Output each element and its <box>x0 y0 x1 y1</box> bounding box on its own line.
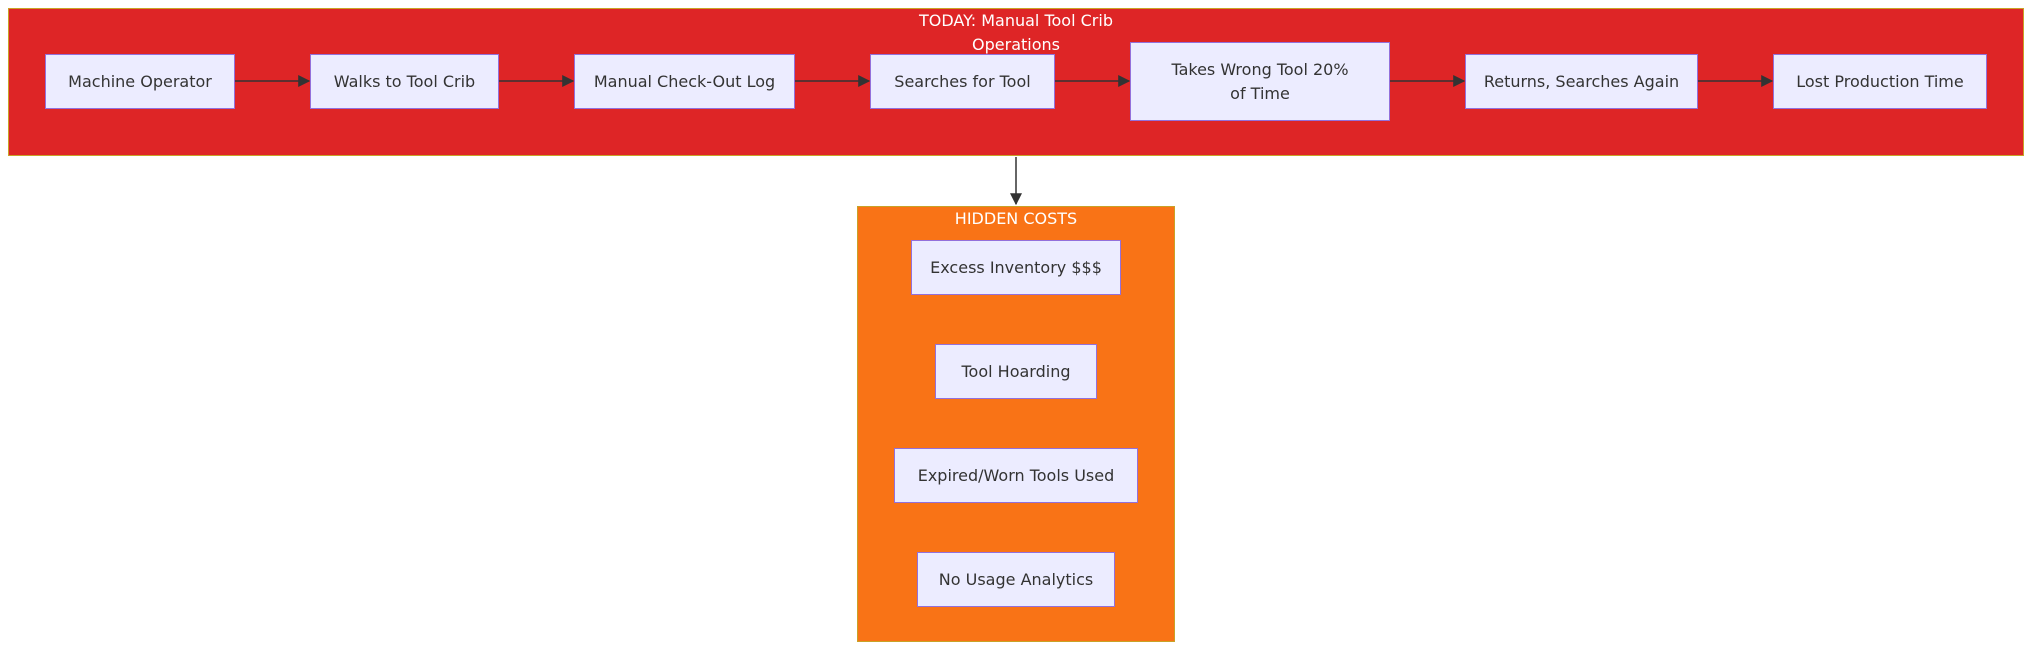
today-title-line-1: TODAY: Manual Tool Crib <box>919 11 1113 30</box>
node-tool-hoarding[interactable]: Tool Hoarding <box>935 344 1097 399</box>
node-manual-check-out-log[interactable]: Manual Check-Out Log <box>574 54 795 109</box>
node-lost-production-time[interactable]: Lost Production Time <box>1773 54 1987 109</box>
today-cluster-title: TODAY: Manual Tool Crib Operations <box>9 9 2023 57</box>
today-title-line-2: Operations <box>972 35 1060 54</box>
node-searches-for-tool[interactable]: Searches for Tool <box>870 54 1055 109</box>
node-machine-operator[interactable]: Machine Operator <box>45 54 235 109</box>
node-no-usage-analytics[interactable]: No Usage Analytics <box>917 552 1115 607</box>
node-walks-to-tool-crib[interactable]: Walks to Tool Crib <box>310 54 499 109</box>
node-takes-wrong-tool[interactable]: Takes Wrong Tool 20% of Time <box>1130 42 1390 121</box>
node-expired-worn-tools[interactable]: Expired/Worn Tools Used <box>894 448 1138 503</box>
node-returns-searches-again[interactable]: Returns, Searches Again <box>1465 54 1698 109</box>
node-excess-inventory[interactable]: Excess Inventory $$$ <box>911 240 1121 295</box>
hidden-costs-title: HIDDEN COSTS <box>954 209 1078 228</box>
